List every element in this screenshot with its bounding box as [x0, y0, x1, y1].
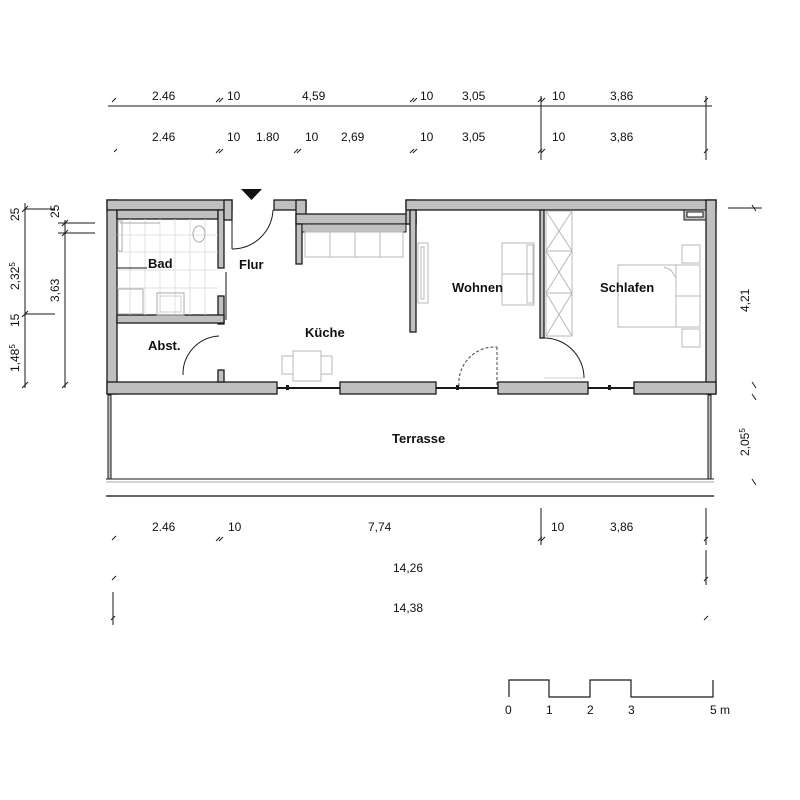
left-dimensions: 25 2,325 15 1,485 25 3,63 — [8, 203, 95, 389]
dim-top2-1: 2.46 — [152, 130, 176, 144]
room-label-schlafen: Schlafen — [600, 280, 654, 295]
dim-bottom-5: 3,86 — [610, 520, 634, 534]
right-dimensions: 4,21 2,055 — [728, 204, 762, 486]
dim-top-6: 10 — [552, 89, 566, 103]
room-labels: Bad Flur Küche Wohnen Schlafen Abst. Ter… — [148, 256, 654, 446]
scale-bar: 0 1 2 3 5 m — [505, 679, 730, 717]
svg-text:2,055: 2,055 — [738, 428, 752, 456]
dim-bottom-total-inner: 14,26 — [393, 561, 423, 575]
bathroom-fixtures — [117, 219, 218, 316]
dim-top2-7: 3,05 — [462, 130, 486, 144]
room-label-abst: Abst. — [148, 338, 181, 353]
dim-right-2: 2,05 — [738, 432, 752, 456]
dim-left-2-sup: 5 — [8, 262, 17, 267]
dim-top-3: 4,59 — [302, 89, 326, 103]
dim-top-7: 3,86 — [610, 89, 634, 103]
dim-top-5: 3,05 — [462, 89, 486, 103]
dim-top2-4: 10 — [305, 130, 319, 144]
room-label-bad: Bad — [148, 256, 173, 271]
dim-top-2: 10 — [227, 89, 241, 103]
dim-left-inner-1: 25 — [48, 204, 62, 218]
scale-label-5m: 5 m — [710, 703, 730, 717]
dim-top2-9: 3,86 — [610, 130, 634, 144]
windows — [277, 385, 634, 390]
dim-bottom-total-outer: 14,38 — [393, 601, 423, 615]
dim-bottom-2: 10 — [228, 520, 242, 534]
dim-bottom-1: 2.46 — [152, 520, 176, 534]
dim-right-1: 4,21 — [738, 288, 752, 312]
dim-bottom-3: 7,74 — [368, 520, 392, 534]
room-label-kueche: Küche — [305, 325, 345, 340]
entrance-arrow-icon — [241, 189, 262, 200]
dim-top2-2: 10 — [227, 130, 241, 144]
dim-right-2-sup: 5 — [738, 428, 747, 433]
bottom-dimensions: 2.46 10 7,74 10 3,86 14,26 14,38 — [110, 508, 709, 625]
scale-label-0: 0 — [505, 703, 512, 717]
dim-left-3: 15 — [8, 313, 22, 327]
scale-label-2: 2 — [587, 703, 594, 717]
kitchen-fixtures — [281, 223, 407, 382]
dim-bottom-4: 10 — [551, 520, 565, 534]
dim-left-4: 1,48 — [8, 348, 22, 372]
bedroom-fixtures — [545, 210, 701, 348]
dim-top2-6: 10 — [420, 130, 434, 144]
terrace — [106, 394, 714, 497]
room-label-terrasse: Terrasse — [392, 431, 445, 446]
dim-left-1: 25 — [8, 207, 22, 221]
svg-text:2,325: 2,325 — [8, 262, 22, 290]
room-label-wohnen: Wohnen — [452, 280, 503, 295]
walls — [106, 199, 717, 395]
dim-top2-5: 2,69 — [341, 130, 365, 144]
dim-left-4-sup: 5 — [8, 344, 17, 349]
svg-text:1,485: 1,485 — [8, 344, 22, 372]
scale-label-1: 1 — [546, 703, 553, 717]
living-fixtures — [417, 242, 535, 306]
doors — [182, 209, 585, 387]
dim-top-1: 2.46 — [152, 89, 176, 103]
dim-top2-3: 1.80 — [256, 130, 280, 144]
room-label-flur: Flur — [239, 257, 264, 272]
dim-left-inner-2: 3,63 — [48, 278, 62, 302]
top-dimensions: 2.46 10 4,59 10 3,05 10 3,86 2.46 10 1.8… — [108, 89, 712, 160]
dim-top2-8: 10 — [552, 130, 566, 144]
scale-label-3: 3 — [628, 703, 635, 717]
dim-top-4: 10 — [420, 89, 434, 103]
dim-left-2: 2,32 — [8, 266, 22, 290]
